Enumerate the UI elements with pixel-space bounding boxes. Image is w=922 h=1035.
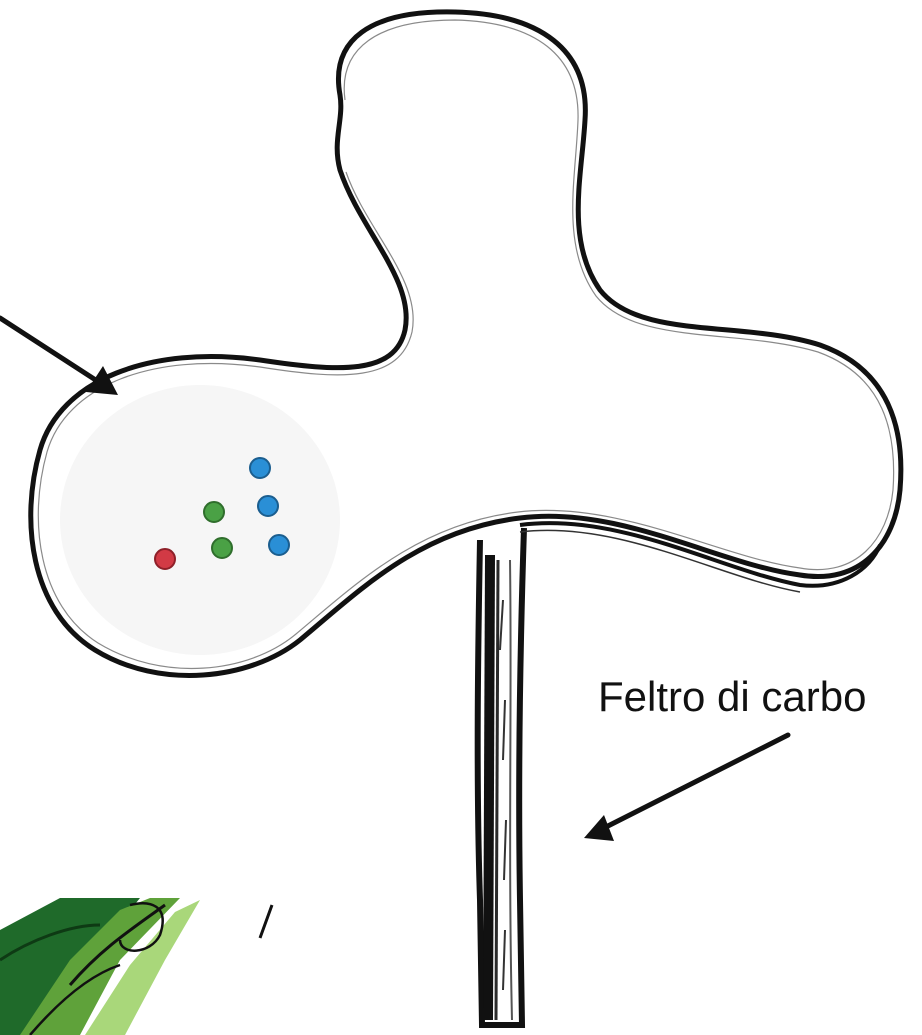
electrode-body [31,12,901,676]
dot-blue-top [250,458,270,478]
sensing-disc [60,385,340,655]
dot-red [155,549,175,569]
carbon-felt-stem [478,528,524,1025]
dot-green-top [204,502,224,522]
arrow-to-stem [584,735,788,841]
dot-blue-bottom [269,535,289,555]
dot-blue-mid [258,496,278,516]
leaf-photo-fragment [0,898,272,1035]
dot-green-bottom [212,538,232,558]
carbon-felt-label: Feltro di carbo [598,676,866,718]
arrow-to-disc [0,318,118,395]
